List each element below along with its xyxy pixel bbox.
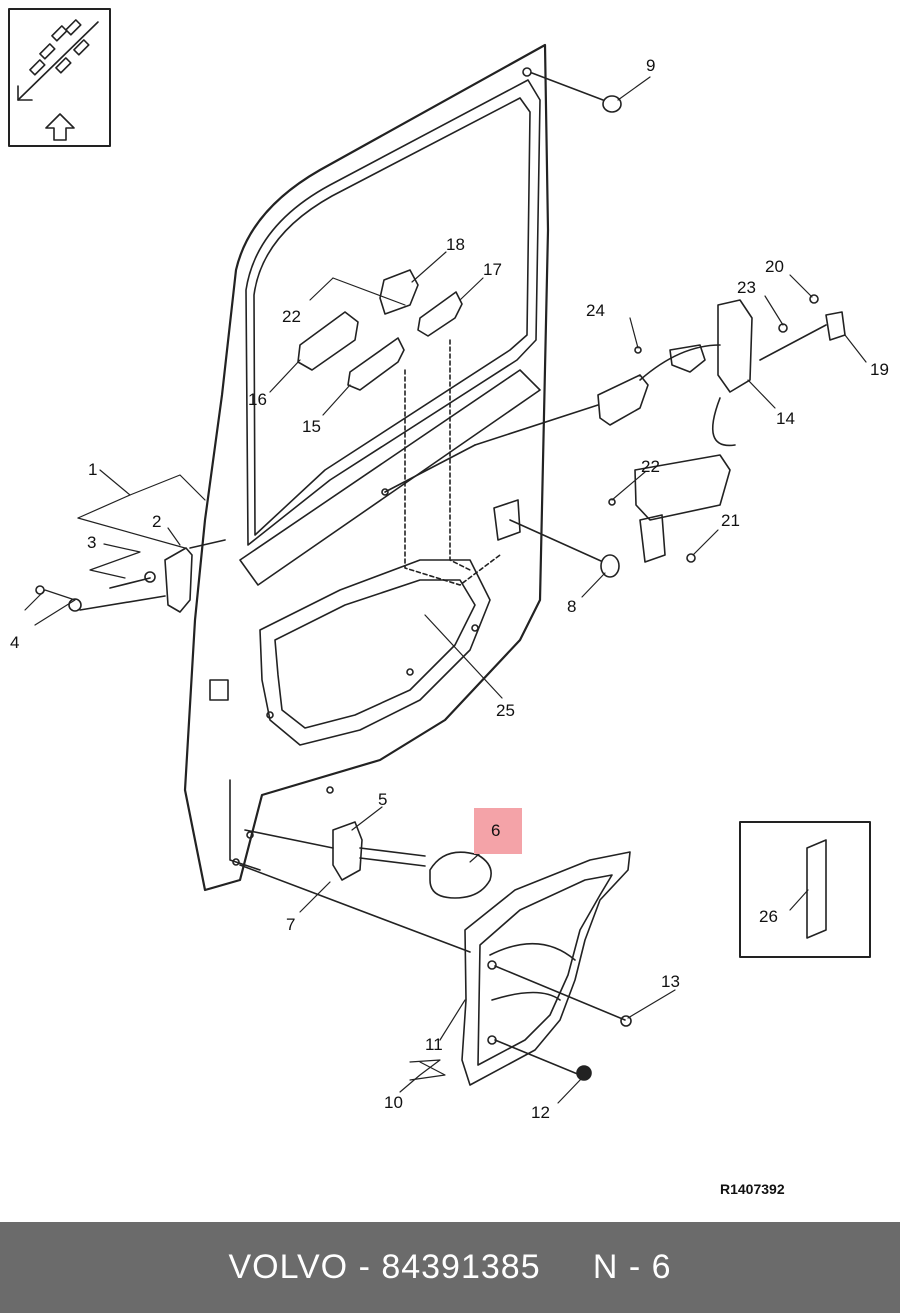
orientation-inset [8,8,111,147]
lower-trim-panel [461,851,632,1086]
plug-9 [602,95,622,113]
callout-25: 25 [496,701,515,720]
callout-20: 20 [765,257,784,276]
hinge-assembly [35,539,226,613]
callout-11: 11 [425,1035,443,1054]
callout-9: 9 [646,56,655,75]
parts-diagram: 1 2 3 4 5 6 7 8 9 10 11 12 13 14 15 16 1… [8,8,889,1197]
part-label: VOLVO - 84391385 N - 6 [228,1248,672,1286]
callout-5: 5 [378,790,387,809]
callout-3: 3 [87,533,96,552]
callout-26: 26 [759,907,778,926]
callout-16: 16 [248,390,267,409]
callout-14: 14 [776,409,795,428]
reference-code: R1407392 [720,1181,785,1197]
door-lock-assembly [384,294,846,563]
callout-21: 21 [721,511,740,530]
plug-8 [600,554,620,578]
callout-19: 19 [870,360,889,379]
interior-trim-parts [297,269,463,391]
up-arrow-icon [45,113,75,141]
callout-24: 24 [586,301,605,320]
door-check-assembly [239,821,492,953]
callout-4: 4 [10,633,19,652]
callout-12: 12 [531,1103,550,1122]
callout-10: 10 [384,1093,403,1112]
callout-8: 8 [567,597,576,616]
footer-bar: VOLVO - 84391385 N - 6 [0,1222,900,1313]
inset-box-26 [739,821,871,958]
callout-22-right: 22 [641,457,660,476]
callout-22-left: 22 [282,307,301,326]
callout-2: 2 [152,512,161,531]
callout-15: 15 [302,417,321,436]
callout-18: 18 [446,235,465,254]
callout-17: 17 [483,260,502,279]
callout-1: 1 [88,460,97,479]
callout-23: 23 [737,278,756,297]
callout-7: 7 [286,915,295,934]
callout-6: 6 [491,821,500,840]
door-shell [183,43,550,892]
callout-13: 13 [661,972,680,991]
highlight-box [474,808,522,854]
